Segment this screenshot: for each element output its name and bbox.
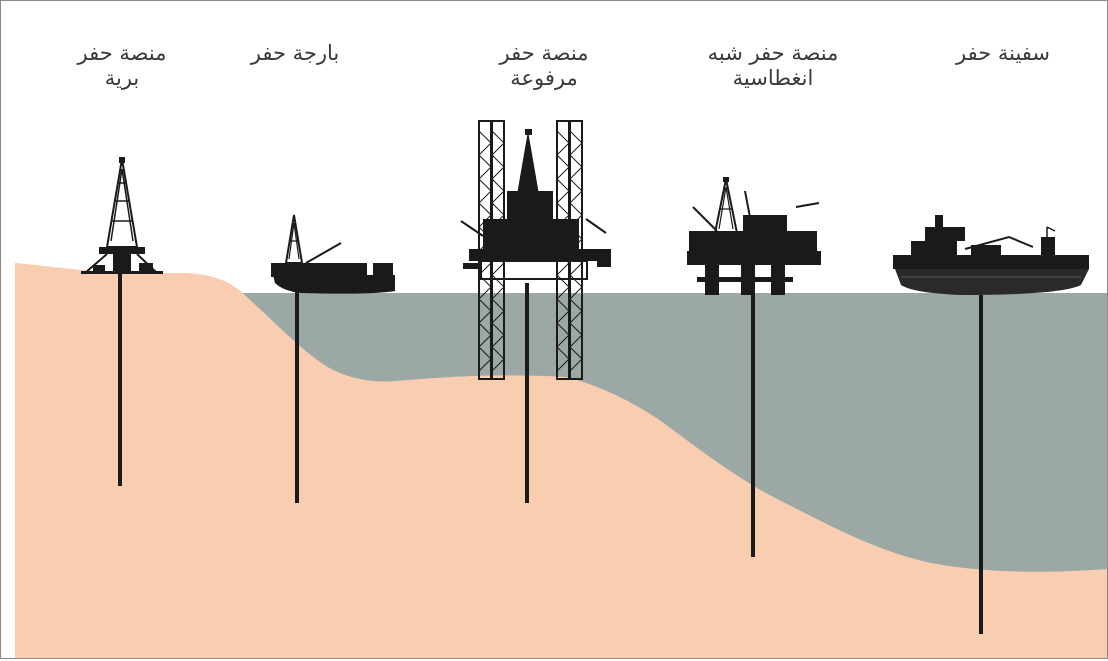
label-semisub-rig-line-1: منصة حفر شبه: [707, 41, 839, 65]
label-drilling-barge: بارجة حفر: [235, 41, 355, 66]
drill-string-jackup: [525, 283, 529, 503]
drill-string-drillship: [979, 295, 983, 634]
seabed: [15, 263, 1107, 658]
label-drillship: سفينة حفر: [935, 41, 1071, 66]
label-land-rig-line-2: برية: [104, 66, 140, 90]
label-drilling-barge-line-1: بارجة حفر: [250, 41, 340, 65]
label-jackup-rig-line-1: منصة حفر: [499, 41, 589, 65]
jackup-rig-icon: [460, 120, 611, 380]
drilling-barge-icon: [271, 214, 395, 294]
drill-string-semisub: [751, 293, 755, 557]
semisub-rig-icon: [687, 177, 821, 295]
label-drillship-line-1: سفينة حفر: [955, 41, 1051, 65]
land-rig-icon: [81, 157, 163, 274]
label-semisub-rig-line-2: انغطاسية: [732, 66, 814, 90]
label-semisub-rig: منصة حفر شبه انغطاسية: [685, 41, 861, 91]
label-land-rig-line-1: منصة حفر: [77, 41, 167, 65]
drill-string-land: [118, 273, 122, 486]
drill-string-barge: [295, 291, 299, 503]
label-land-rig: منصة حفر برية: [63, 41, 181, 91]
label-jackup-rig-line-2: مرفوعة: [510, 66, 578, 90]
label-jackup-rig: منصة حفر مرفوعة: [475, 41, 613, 91]
drillship-icon: [893, 215, 1089, 295]
